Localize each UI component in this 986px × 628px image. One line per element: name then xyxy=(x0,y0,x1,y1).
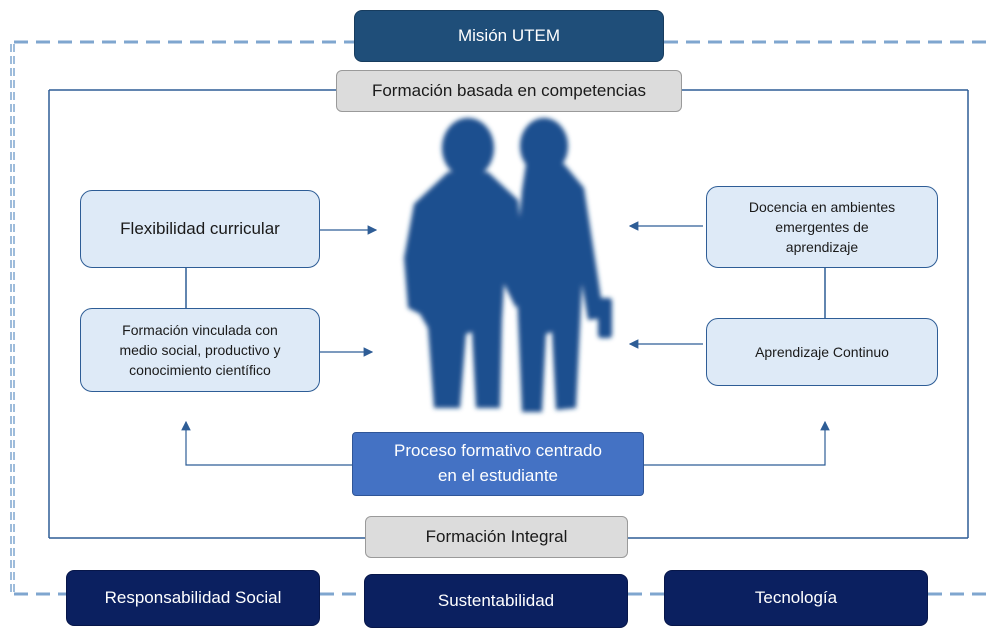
left-box-vinculada: Formación vinculada con medio social, pr… xyxy=(80,308,320,392)
vinculada-label: Formación vinculada con medio social, pr… xyxy=(119,321,281,379)
inner-frame xyxy=(48,89,969,539)
two-people-silhouette-icon xyxy=(404,118,612,412)
pillar-responsabilidad-label: Responsabilidad Social xyxy=(104,588,282,607)
docencia-label: Docencia en ambientes emergentes de apre… xyxy=(748,198,896,256)
flexibilidad-label: Flexibilidad curricular xyxy=(120,218,280,238)
process-box: Proceso formativo centrado en el estudia… xyxy=(352,432,644,496)
mission-label: Misión UTEM xyxy=(457,26,560,45)
dashed-left-edge xyxy=(10,44,15,592)
bottom-band-box: Formación Integral xyxy=(365,516,628,558)
pillar-tecnologia-label: Tecnología xyxy=(754,588,838,607)
aprendizaje-label: Aprendizaje Continuo xyxy=(755,343,889,360)
left-box-flexibilidad: Flexibilidad curricular xyxy=(80,190,320,268)
right-box-aprendizaje: Aprendizaje Continuo xyxy=(706,318,938,386)
mission-box: Misión UTEM xyxy=(354,10,664,62)
pillar-responsabilidad: Responsabilidad Social xyxy=(66,570,320,626)
process-right-connector xyxy=(644,420,830,466)
top-band-label: Formación basada en competencias xyxy=(371,81,647,100)
dashed-outer-frame xyxy=(14,40,986,596)
process-label: Proceso formativo centrado en el estudia… xyxy=(394,441,602,485)
pillar-sustentabilidad: Sustentabilidad xyxy=(364,574,628,628)
pillar-sustentabilidad-label: Sustentabilidad xyxy=(437,591,555,610)
process-left-connector xyxy=(181,420,352,466)
right-box-docencia: Docencia en ambientes emergentes de apre… xyxy=(706,186,938,268)
top-band-box: Formación basada en competencias xyxy=(336,70,682,112)
bottom-band-label: Formación Integral xyxy=(425,527,568,546)
pillar-tecnologia: Tecnología xyxy=(664,570,928,626)
